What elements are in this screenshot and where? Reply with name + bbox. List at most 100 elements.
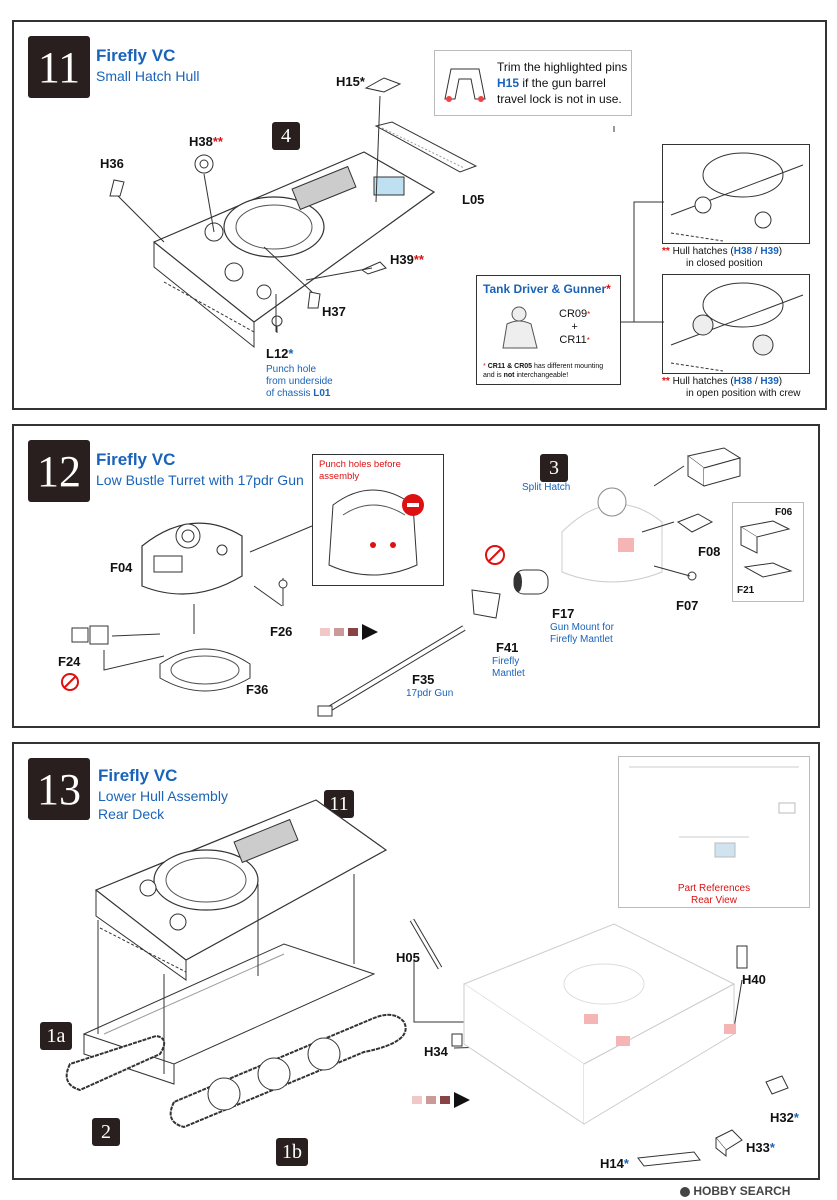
part-references-caption: Part References Rear View (619, 883, 809, 907)
warn-line2-bold: not (503, 372, 515, 379)
f07-part (687, 571, 697, 581)
hatch-closed-close: ) (778, 246, 783, 257)
h38-stars: ** (212, 134, 223, 149)
h15-part (364, 77, 402, 93)
l05-part (374, 121, 478, 173)
h32-star: * (793, 1110, 799, 1125)
step-12-panel: 12 Firefly VC Low Bustle Turret with 17p… (12, 424, 820, 728)
l12-note-line2: from underside (266, 376, 333, 387)
l12-note: Punch hole from underside of chassis L01 (266, 364, 333, 400)
l12-note-line3: of chassis L01 (266, 388, 333, 400)
l12-part (271, 315, 283, 333)
f17-note-line2: Firefly Mantlet (550, 634, 613, 645)
label-f06: F06 (775, 507, 793, 518)
crew-warning: * CR11 & CR05 has different mounting and… (483, 362, 603, 380)
l12-note-line1: Punch hole (266, 364, 317, 375)
f41-mantlet (471, 589, 501, 619)
badge-1b: 1b (276, 1138, 308, 1166)
badge-2: 2 (92, 1118, 120, 1146)
f41-note: Firefly Mantlet (492, 656, 525, 680)
label-f07: F07 (676, 598, 699, 613)
f17-note: Gun Mount for Firefly Mantlet (550, 622, 614, 646)
f17-gun-mount (513, 569, 549, 595)
f35-gun-barrel (317, 625, 466, 717)
label-l12: L12* (266, 346, 293, 361)
turret-f04-illustration (141, 522, 243, 595)
warn-line2-pre: and is (483, 372, 504, 379)
label-h36: H36 (100, 156, 124, 171)
hatch-closed-illustration (670, 152, 804, 242)
callout-text: Trim the highlighted pins H15 if the gun… (497, 59, 627, 107)
step-11-panel: 11 Firefly VC Small Hatch Hull Trim the … (12, 20, 827, 410)
label-l05: L05 (462, 192, 485, 207)
hatch-open-sep: / (752, 376, 761, 387)
f36-ring-illustration (159, 648, 251, 692)
step-subtitle-1: Lower Hull Assembly (98, 788, 228, 804)
h40-part (736, 945, 748, 969)
label-h37: H37 (322, 304, 346, 319)
l12-note-line3-text: of chassis (266, 388, 314, 399)
h15-part-illustration (444, 68, 486, 102)
hatch-open-line1: ** Hull hatches (H38 / H39) (662, 376, 801, 388)
step-title: Firefly VC (96, 450, 176, 469)
callout-line1: Trim the highlighted pins (497, 60, 628, 74)
hatch-closed-sep: / (752, 246, 761, 257)
crew-title: Tank Driver & Gunner* (483, 282, 611, 296)
l01-ref: L01 (313, 388, 331, 399)
label-h39: H39** (390, 252, 424, 267)
no-glue-icon (61, 673, 79, 691)
cr11-row: CR11* (559, 334, 590, 346)
hatch-closed-h39: H39 (760, 246, 779, 257)
ref-note-line1: Part References (677, 883, 751, 894)
hatch-open-detail (662, 274, 810, 374)
hatch-open-line2: in open position with crew (686, 388, 801, 399)
punch-holes-box: Punch holes before assembly (312, 454, 444, 586)
crew-plus: + (571, 321, 578, 333)
hatch-open-close: ) (778, 376, 783, 387)
left-track-illustration (65, 1034, 166, 1092)
sub-step-badge: 4 (272, 122, 300, 150)
h14-star: * (623, 1156, 629, 1171)
f41-note-line2: Mantlet (492, 668, 525, 679)
h32-part (765, 1075, 789, 1095)
l12-star: * (288, 346, 294, 361)
crew-warning-line2: and is not interchangeable! (483, 371, 603, 380)
step-title: Firefly VC (96, 46, 176, 65)
crew-warning-line1: * CR11 & CR05 has different mounting (483, 362, 603, 371)
f06-f21-group: F06 F21 (732, 502, 804, 602)
watermark-text: HOBBY SEARCH (693, 1184, 791, 1198)
h38-text: H38 (189, 134, 213, 149)
rear-view-illustration (629, 766, 799, 858)
step-subtitle: Small Hatch Hull (96, 68, 200, 84)
f06-part (739, 520, 791, 554)
assembly-arrow-13 (412, 1092, 470, 1108)
hatch-closed-line2: in closed position (686, 258, 763, 269)
h14-part (637, 1151, 701, 1167)
h36-part (109, 179, 125, 197)
h15-text: H15 (336, 74, 360, 89)
label-h34: H34 (424, 1044, 448, 1059)
label-h15: H15* (336, 74, 365, 89)
label-h05: H05 (396, 950, 420, 965)
step-number: 11 (28, 36, 90, 98)
h38-part (194, 154, 214, 174)
sub-step-badge: 3 (540, 454, 568, 482)
h05-part (409, 918, 443, 970)
label-f04: F04 (110, 560, 133, 575)
warn-star: * (483, 363, 486, 370)
h39-stars: ** (413, 252, 424, 267)
hatch-open-stars: ** (662, 376, 670, 387)
h32-text: H32 (770, 1110, 794, 1125)
h15-ref: H15 (497, 76, 520, 90)
badge-11: 11 (324, 790, 354, 818)
no-glue-icon-f17 (485, 545, 505, 565)
hatch-open-h38: H38 (733, 376, 753, 387)
h33-text: H33 (746, 1140, 770, 1155)
h14-text: H14 (600, 1156, 624, 1171)
storage-box-top (686, 447, 742, 487)
hatch-closed-h38: H38 (733, 246, 753, 257)
label-f41: F41 (496, 640, 519, 655)
label-h33: H33* (746, 1140, 775, 1155)
hatch-open-illustration (670, 282, 804, 372)
hatch-closed-pre: Hull hatches ( (669, 246, 734, 257)
